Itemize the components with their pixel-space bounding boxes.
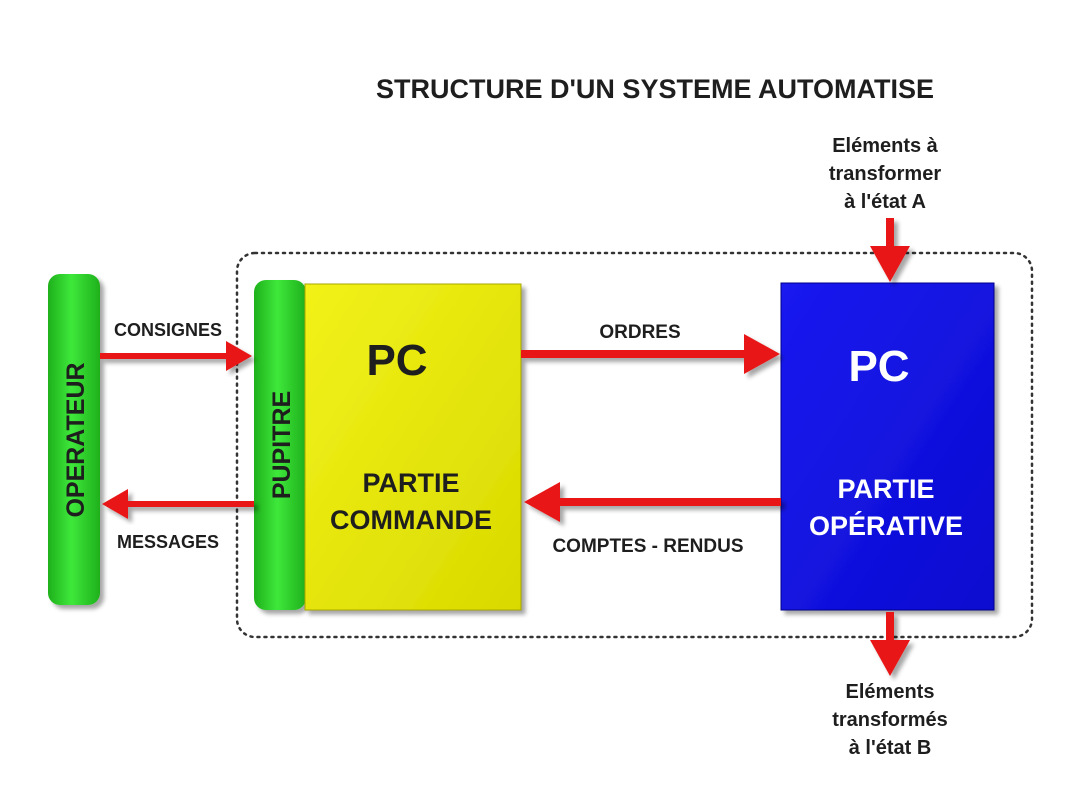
consignes-label: CONSIGNES xyxy=(114,320,222,340)
partie-commande-line2: COMMANDE xyxy=(330,505,492,535)
comptes-rendus-arrow xyxy=(524,482,781,522)
partie-commande-abbr: PC xyxy=(366,336,427,385)
input-line-3: à l'état A xyxy=(844,191,926,213)
input-elements: Eléments à transformer à l'état A xyxy=(829,135,941,213)
partie-operative-abbr: PC xyxy=(848,342,909,391)
output-line-1: Eléments xyxy=(846,681,935,703)
ordres-arrow xyxy=(521,334,780,374)
partie-operative-line1: PARTIE xyxy=(837,474,934,504)
diagram-title: STRUCTURE D'UN SYSTEME AUTOMATISE xyxy=(376,74,934,104)
messages-arrow xyxy=(102,489,254,519)
input-line-1: Eléments à xyxy=(832,135,938,157)
operateur-block: OPERATEUR xyxy=(48,274,100,605)
output-elements: Eléments transformés à l'état B xyxy=(832,681,948,759)
pupitre-bar xyxy=(254,280,306,610)
output-line-3: à l'état B xyxy=(849,737,932,759)
partie-commande-block: PC PARTIE COMMANDE xyxy=(304,283,522,611)
partie-commande-box xyxy=(304,283,522,611)
partie-operative-line2: OPÉRATIVE xyxy=(809,510,963,541)
input-line-2: transformer xyxy=(829,163,941,185)
comptes-rendus-label: COMPTES - RENDUS xyxy=(552,536,743,557)
pupitre-label: PUPITRE xyxy=(268,391,296,499)
output-arrow xyxy=(870,612,910,676)
output-line-2: transformés xyxy=(832,709,948,731)
system-boundary xyxy=(235,251,1034,639)
operateur-label: OPERATEUR xyxy=(62,362,90,517)
partie-operative-box xyxy=(780,282,995,611)
ordres-label: ORDRES xyxy=(599,322,680,343)
partie-operative-block: PC PARTIE OPÉRATIVE xyxy=(780,282,995,611)
pupitre-block: PUPITRE xyxy=(254,280,306,610)
operateur-bar xyxy=(48,274,100,605)
consignes-arrow xyxy=(100,341,252,371)
messages-label: MESSAGES xyxy=(117,532,219,552)
partie-commande-line1: PARTIE xyxy=(362,468,459,498)
input-arrow xyxy=(870,218,910,282)
